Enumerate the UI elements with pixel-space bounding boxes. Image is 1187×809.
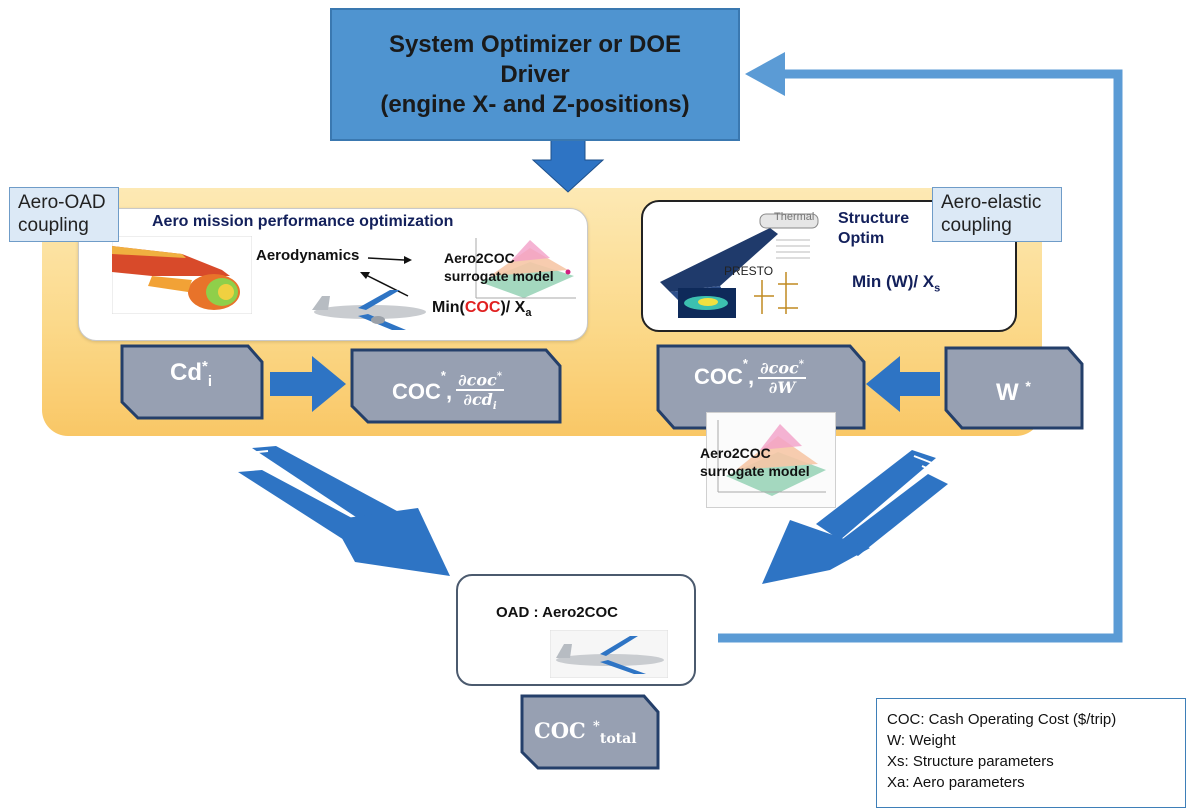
- coc-w-numerator: ∂coc*: [758, 356, 807, 380]
- surrogate-top-line1: Aero2COC: [444, 250, 515, 266]
- coc-cd-numerator: ∂coc*: [456, 368, 505, 392]
- min-prefix: Min(: [432, 299, 465, 316]
- oad-aircraft-image: [550, 630, 668, 678]
- w-box-shape: [944, 346, 1084, 430]
- cd-box-label: Cd*i: [170, 358, 212, 390]
- cd-sup: *: [202, 358, 208, 375]
- system-optimizer-box: System Optimizer or DOE Driver (engine X…: [330, 8, 740, 141]
- min-sub-s: s: [934, 282, 941, 295]
- coc-w-box-shape: [656, 344, 866, 430]
- coc-w-denominator: ∂W: [768, 378, 796, 398]
- system-optimizer-line3: (engine X- and Z-positions): [380, 90, 690, 118]
- surrogate-top-line2: surrogate model: [444, 268, 554, 284]
- min-coc-red: COC: [464, 299, 501, 316]
- legend-item-w: W: Weight: [887, 732, 956, 749]
- oad-title: OAD : Aero2COC: [496, 604, 618, 621]
- structure-optim-label: Structure Optim: [838, 209, 909, 249]
- aero-mission-title: Aero mission performance optimization: [152, 213, 454, 230]
- system-optimizer-line1: System Optimizer or DOE: [388, 30, 682, 58]
- coc-w-fraction: ∂coc* ∂W: [758, 356, 807, 398]
- coc-w-sup: *: [742, 356, 748, 371]
- coc-w-sep: ,: [747, 363, 755, 389]
- w-to-coc-arrow: [866, 356, 940, 412]
- aero-elastic-coupling-tag: Aero-elastic coupling: [932, 187, 1062, 242]
- feedback-arrowhead: [745, 52, 785, 96]
- coc-w-num-sup: *: [798, 359, 805, 370]
- min-coc-xa: Min(COC)/ Xa: [432, 299, 531, 319]
- coc-total-label: COC *total: [534, 718, 637, 747]
- coc-cd-box-label: COC*, ∂coc* ∂cdi: [392, 368, 505, 417]
- coc-cd-denominator: ∂cdi: [463, 391, 496, 416]
- structure-wing-image: [660, 213, 819, 318]
- surrogate-plot-bottom: [717, 420, 826, 496]
- legend-item-xa: Xa: Aero parameters: [887, 774, 1025, 791]
- surrogate-bottom-line1: Aero2COC: [700, 445, 771, 461]
- aero-elastic-tag-line1: Aero-elastic: [941, 192, 1042, 213]
- w-sup: *: [1025, 378, 1031, 394]
- left-diagonal-arrow: [238, 446, 450, 576]
- aerodynamics-arrows: [360, 256, 412, 297]
- coc-total-base: COC: [534, 718, 586, 743]
- surrogate-bottom-line2: surrogate model: [700, 463, 810, 479]
- min-suffix: )/ X: [500, 299, 526, 316]
- aerodynamics-label: Aerodynamics: [256, 247, 360, 264]
- min-sub-a: a: [525, 307, 532, 320]
- cd-to-coc-arrow: [270, 356, 346, 412]
- coc-cd-fraction: ∂coc* ∂cdi: [456, 368, 505, 417]
- coc-w-box-label: COC*, ∂coc* ∂W: [694, 356, 807, 398]
- min-w-text: Min (W)/ X: [852, 272, 935, 291]
- cd-base: Cd: [170, 359, 202, 386]
- surrogate-plot-top: [470, 232, 582, 312]
- structure-line1: Structure: [838, 210, 910, 227]
- coc-cd-sep: ,: [445, 379, 453, 405]
- legend-item-xs: Xs: Structure parameters: [887, 753, 1054, 770]
- right-diagonal-arrow: [762, 450, 948, 584]
- coc-cd-box-shape: [350, 348, 562, 424]
- coc-total-box-shape: [520, 694, 660, 770]
- w-base: W: [996, 379, 1019, 406]
- cd-box-shape: [120, 344, 264, 420]
- w-box-label: W *: [996, 378, 1031, 407]
- legend-item-coc: COC: Cash Operating Cost ($/trip): [887, 711, 1117, 728]
- optimizer-down-arrow: [531, 137, 605, 193]
- legend-box: COC: Cash Operating Cost ($/trip) W: Wei…: [876, 698, 1186, 808]
- min-w-xs: Min (W)/ Xs: [852, 272, 940, 294]
- coc-w-base: COC: [694, 363, 743, 389]
- coc-w-num-text: ∂coc: [760, 358, 799, 378]
- aero-oad-coupling-tag: Aero-OAD coupling: [9, 187, 119, 242]
- structure-line2: Optim: [838, 230, 885, 247]
- surrogate-label-top: Aero2COC surrogate model: [444, 249, 554, 285]
- system-optimizer-line2: Driver: [500, 60, 570, 88]
- engine-cfd-image: [112, 236, 252, 314]
- coc-cd-den-text: ∂cd: [463, 390, 493, 410]
- coc-cd-num-sup: *: [496, 371, 503, 382]
- aero-oad-tag-line2: coupling: [18, 215, 89, 236]
- aero-elastic-tag-line2: coupling: [941, 215, 1012, 236]
- surrogate-label-bottom: Aero2COC surrogate model: [700, 444, 810, 480]
- coc-cd-sup: *: [440, 368, 446, 383]
- coc-cd-num-text: ∂coc: [458, 370, 497, 390]
- feedback-loop-line: [718, 69, 1123, 643]
- presto-label: PRESTO: [724, 264, 774, 278]
- coc-total-sub: total: [599, 731, 637, 748]
- coc-cd-den-sub: i: [492, 401, 497, 413]
- aero-oad-tag-line1: Aero-OAD: [18, 192, 106, 213]
- cd-sub: i: [207, 372, 213, 390]
- aircraft-icon: [312, 290, 426, 330]
- coc-cd-base: COC: [392, 379, 441, 405]
- thermal-label: Thermal: [774, 211, 815, 223]
- coc-total-sup: *: [593, 719, 600, 734]
